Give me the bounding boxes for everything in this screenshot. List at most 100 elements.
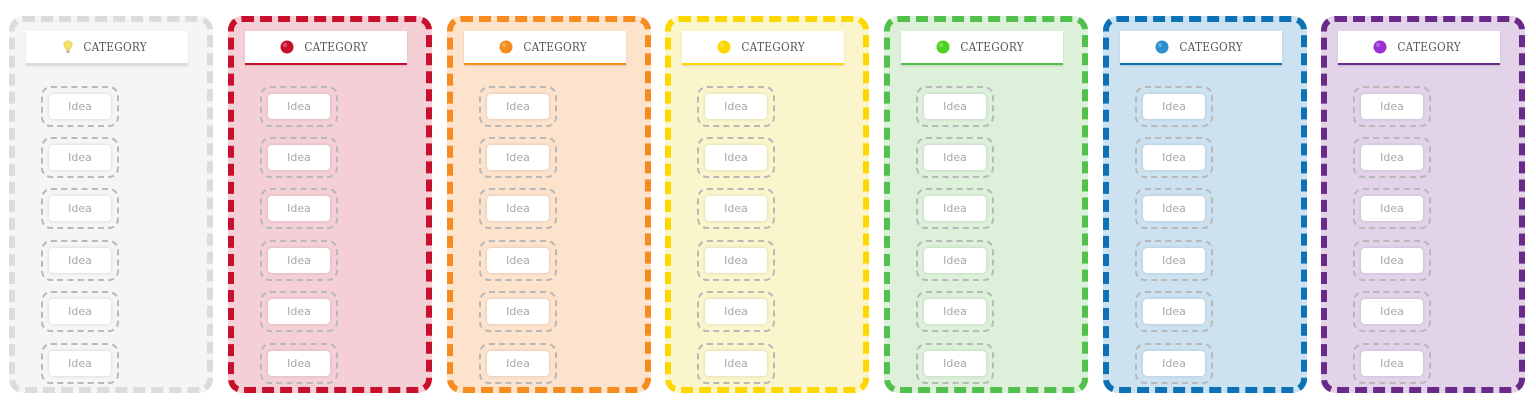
idea-card[interactable]: Idea [268,145,330,170]
category-header[interactable]: CATEGORY [682,31,844,65]
idea-card[interactable]: Idea [49,94,111,119]
idea-slot[interactable]: Idea [260,291,338,332]
idea-slot[interactable]: Idea [1135,188,1213,229]
idea-slot[interactable]: Idea [1135,86,1213,127]
idea-slot[interactable]: Idea [479,86,557,127]
idea-slot[interactable]: Idea [916,240,994,281]
idea-card[interactable]: Idea [487,248,549,273]
idea-slot[interactable]: Idea [697,240,775,281]
idea-slot[interactable]: Idea [260,188,338,229]
idea-slot[interactable]: Idea [41,86,119,127]
idea-card[interactable]: Idea [487,351,549,376]
idea-card[interactable]: Idea [705,196,767,221]
idea-slot[interactable]: Idea [697,86,775,127]
idea-card[interactable]: Idea [487,94,549,119]
idea-card[interactable]: Idea [1143,196,1205,221]
idea-slot[interactable]: Idea [1353,240,1431,281]
idea-slot[interactable]: Idea [1135,137,1213,178]
idea-card[interactable]: Idea [1361,299,1423,324]
idea-card[interactable]: Idea [49,299,111,324]
idea-slot[interactable]: Idea [916,291,994,332]
idea-slot[interactable]: Idea [1353,86,1431,127]
idea-slot[interactable]: Idea [41,188,119,229]
category-header[interactable]: CATEGORY [901,31,1063,65]
idea-card[interactable]: Idea [487,299,549,324]
idea-slot[interactable]: Idea [1135,240,1213,281]
idea-slot[interactable]: Idea [1353,291,1431,332]
idea-card[interactable]: Idea [1361,351,1423,376]
idea-slot[interactable]: Idea [260,343,338,384]
idea-slot[interactable]: Idea [41,343,119,384]
idea-card[interactable]: Idea [1361,94,1423,119]
idea-slot[interactable]: Idea [1353,188,1431,229]
idea-card[interactable]: Idea [1361,145,1423,170]
idea-card[interactable]: Idea [1361,196,1423,221]
idea-card[interactable]: Idea [705,248,767,273]
idea-card[interactable]: Idea [705,351,767,376]
idea-slot[interactable]: Idea [479,343,557,384]
idea-card[interactable]: Idea [268,248,330,273]
idea-card[interactable]: Idea [268,299,330,324]
idea-slot[interactable]: Idea [697,291,775,332]
idea-slot[interactable]: Idea [260,86,338,127]
idea-card[interactable]: Idea [1143,351,1205,376]
category-header[interactable]: CATEGORY [464,31,626,65]
idea-slot[interactable]: Idea [697,343,775,384]
idea-card[interactable]: Idea [487,145,549,170]
idea-card[interactable]: Idea [924,299,986,324]
idea-card[interactable]: Idea [924,196,986,221]
idea-slot[interactable]: Idea [916,343,994,384]
lightbulb-icon [63,40,73,54]
idea-slot[interactable]: Idea [260,137,338,178]
idea-card[interactable]: Idea [49,145,111,170]
idea-card[interactable]: Idea [268,94,330,119]
category-header[interactable]: CATEGORY [26,31,188,65]
idea-slot[interactable]: Idea [697,137,775,178]
idea-slot[interactable]: Idea [479,240,557,281]
red-dot-icon [280,40,294,54]
idea-slot[interactable]: Idea [1353,137,1431,178]
idea-slot[interactable]: Idea [916,188,994,229]
category-header[interactable]: CATEGORY [1338,31,1500,65]
idea-card[interactable]: Idea [49,248,111,273]
idea-slot[interactable]: Idea [1353,343,1431,384]
category-header[interactable]: CATEGORY [245,31,407,65]
idea-card[interactable]: Idea [268,351,330,376]
idea-card[interactable]: Idea [705,299,767,324]
idea-slot[interactable]: Idea [479,188,557,229]
category-label: CATEGORY [1397,40,1461,54]
idea-slot[interactable]: Idea [479,291,557,332]
idea-card[interactable]: Idea [924,145,986,170]
purple-dot-icon [1373,40,1387,54]
idea-card[interactable]: Idea [487,196,549,221]
idea-slot[interactable]: Idea [916,137,994,178]
idea-card[interactable]: Idea [705,94,767,119]
idea-slot[interactable]: Idea [697,188,775,229]
idea-slot[interactable]: Idea [41,240,119,281]
idea-card[interactable]: Idea [49,196,111,221]
idea-card[interactable]: Idea [1143,299,1205,324]
idea-card[interactable]: Idea [924,248,986,273]
idea-card[interactable]: Idea [1143,94,1205,119]
idea-slot[interactable]: Idea [260,240,338,281]
category-header[interactable]: CATEGORY [1120,31,1282,65]
idea-card[interactable]: Idea [1361,248,1423,273]
idea-card[interactable]: Idea [268,196,330,221]
idea-slot[interactable]: Idea [1135,291,1213,332]
idea-slot[interactable]: Idea [479,137,557,178]
idea-card[interactable]: Idea [1143,145,1205,170]
idea-slot[interactable]: Idea [1135,343,1213,384]
idea-slot[interactable]: Idea [41,137,119,178]
idea-slot[interactable]: Idea [916,86,994,127]
idea-card[interactable]: Idea [49,351,111,376]
idea-card[interactable]: Idea [924,94,986,119]
idea-card[interactable]: Idea [705,145,767,170]
idea-card[interactable]: Idea [1143,248,1205,273]
yellow-dot-icon [717,40,731,54]
idea-slot[interactable]: Idea [41,291,119,332]
orange-dot-icon [499,40,513,54]
idea-card[interactable]: Idea [924,351,986,376]
